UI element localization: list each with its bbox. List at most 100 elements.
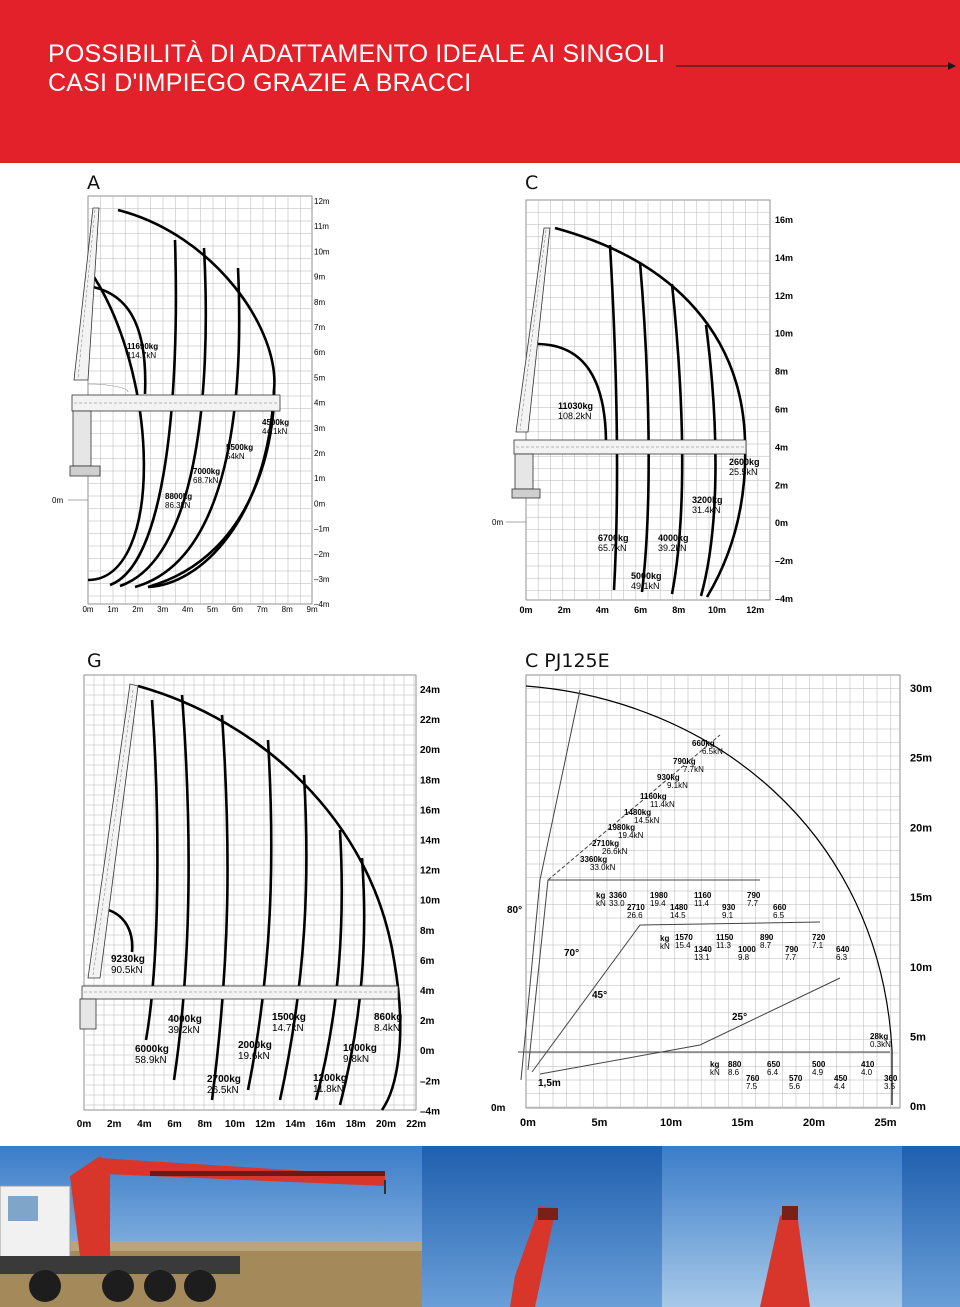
- y-tick-label: 4m: [775, 442, 788, 452]
- y-tick-label: 0m: [910, 1101, 926, 1113]
- x-tick-label: 4m: [137, 1119, 152, 1130]
- load-kn: 90.5kN: [111, 965, 143, 976]
- y-tick-label: 16m: [775, 215, 793, 225]
- y-tick-label: 10m: [314, 247, 330, 256]
- row-load-kg: 500: [812, 1060, 826, 1069]
- y-tick-label: 5m: [910, 1032, 926, 1044]
- load-kg: 11690kg: [127, 342, 158, 351]
- y-tick-label: –1m: [314, 525, 330, 534]
- x-tick-label: 0m: [82, 605, 93, 614]
- y-tick-label: –2m: [314, 550, 330, 559]
- grid-frame: [525, 674, 901, 1109]
- boom-25: [539, 977, 841, 1075]
- load-kn: 14.7kN: [272, 1023, 304, 1034]
- y-tick-label: 8m: [314, 298, 325, 307]
- crane-a: [69, 207, 281, 477]
- row-load-kn: 4.9: [812, 1068, 824, 1077]
- row-load-kn: 7.7: [747, 899, 759, 908]
- row-load-kn: 33.0: [609, 899, 625, 908]
- row-load-kg: 790: [747, 891, 761, 900]
- row-load-kn: 3.5: [884, 1082, 896, 1091]
- x-tick-label: 15m: [731, 1117, 753, 1129]
- curves-c: [537, 226, 747, 598]
- y-tick-label: –4m: [775, 594, 793, 604]
- row-load-kn: 7.1: [812, 941, 824, 950]
- load-kn: 26.5kN: [207, 1085, 239, 1096]
- y-tick-label: –3m: [314, 575, 330, 584]
- panel-label-c: C: [525, 172, 539, 194]
- row-load-kn: 11.4: [694, 899, 710, 908]
- load-charts: 12m11m10m9m8m7m6m5m4m3m2m1m0m–1m–2m–3m–4…: [52, 195, 932, 1130]
- header-banner: POSSIBILITÀ DI ADATTAMENTO IDEALE AI SIN…: [0, 0, 960, 163]
- diag-load-kg: 930kg: [657, 773, 680, 782]
- diagonal-loads-pj: 660kg6.5kN790kg7.7kN930kg9.1kN1160kg11.4…: [580, 739, 723, 872]
- curve-g-7: [338, 857, 366, 1106]
- load-kn: 114.7kN: [127, 351, 156, 360]
- panel-label-a: A: [87, 172, 100, 194]
- curves-g: [97, 684, 402, 1111]
- y-tick-label: 6m: [775, 405, 788, 415]
- y-tick-label: 12m: [314, 197, 330, 206]
- panel-label-pj: C PJ125E: [525, 650, 610, 672]
- y-tick-label: –4m: [420, 1106, 440, 1117]
- row-load-kn: 9.1: [722, 911, 734, 920]
- diag-load-kn: 19.4kN: [618, 831, 644, 840]
- row-load-kg: 1150: [716, 933, 734, 942]
- load-kn: 39.2kN: [168, 1025, 200, 1036]
- diag-load-kg: 1980kg: [608, 823, 635, 832]
- boom-80: [520, 689, 581, 1081]
- y-tick-label: 20m: [910, 822, 932, 834]
- load-kg: 4000kg: [168, 1014, 202, 1025]
- row-load-kg: 760: [746, 1074, 760, 1083]
- x-tick-label: 7m: [257, 605, 268, 614]
- row-load-kg: 1980: [650, 891, 668, 900]
- y-tick-label: 14m: [420, 836, 440, 847]
- y-tick-label: 0m: [775, 518, 788, 528]
- x-tick-label: 20m: [376, 1119, 396, 1130]
- x-tick-label: 10m: [708, 605, 726, 615]
- load-kg: 2600kg: [729, 457, 760, 467]
- y-tick-label: 12m: [775, 291, 793, 301]
- envelope-g: [137, 684, 402, 1111]
- chart-g: 24m22m20m18m16m14m12m10m8m6m4m2m0m–2m–4m…: [77, 674, 440, 1130]
- load-kg: 1500kg: [272, 1012, 306, 1023]
- diag-load-kn: 33.0kN: [590, 863, 616, 872]
- diag-load-kn: 14.5kN: [634, 816, 660, 825]
- row-load-kn: 9.8: [738, 953, 750, 962]
- y-tick-label: 9m: [314, 273, 325, 282]
- row-load-kn: 7.7: [785, 953, 797, 962]
- y-tick-label: –4m: [314, 600, 330, 609]
- envelope-pj: [525, 685, 893, 1105]
- angles-pj: 80° 70° 45° 25° 1,5m: [507, 905, 747, 1089]
- y-tick-label: 14m: [775, 253, 793, 263]
- x-tick-label: 2m: [558, 605, 571, 615]
- boom-diagonal: [547, 734, 721, 881]
- x-tick-label: 8m: [198, 1119, 213, 1130]
- grid-c: [525, 199, 771, 601]
- tip-load-kn: 0.3kN: [870, 1040, 891, 1049]
- curve-a-1: [86, 267, 146, 582]
- left-zero-a: 0m: [52, 496, 63, 505]
- x-tick-label: 25m: [874, 1117, 896, 1129]
- y-tick-label: 24m: [420, 685, 440, 696]
- load-kn: 65.7kN: [598, 543, 627, 553]
- curve-c-1: [608, 244, 619, 591]
- x-tick-label: 10m: [660, 1117, 682, 1129]
- y-tick-label: 10m: [775, 329, 793, 339]
- load-kg: 9230kg: [111, 954, 145, 965]
- diag-load-kn: 11.4kN: [650, 800, 675, 809]
- row-load-kg: 2710: [627, 903, 645, 912]
- load-kn: 39.2kN: [658, 543, 687, 553]
- y-tick-label: 30m: [910, 683, 932, 695]
- left-zero-pj: 0m: [491, 1103, 506, 1114]
- load-kn: 44.1kN: [262, 427, 288, 436]
- x-tick-label: 4m: [182, 605, 193, 614]
- x-tick-label: 6m: [634, 605, 647, 615]
- x-tick-label: 6m: [167, 1119, 182, 1130]
- curve-g-4: [246, 739, 273, 1091]
